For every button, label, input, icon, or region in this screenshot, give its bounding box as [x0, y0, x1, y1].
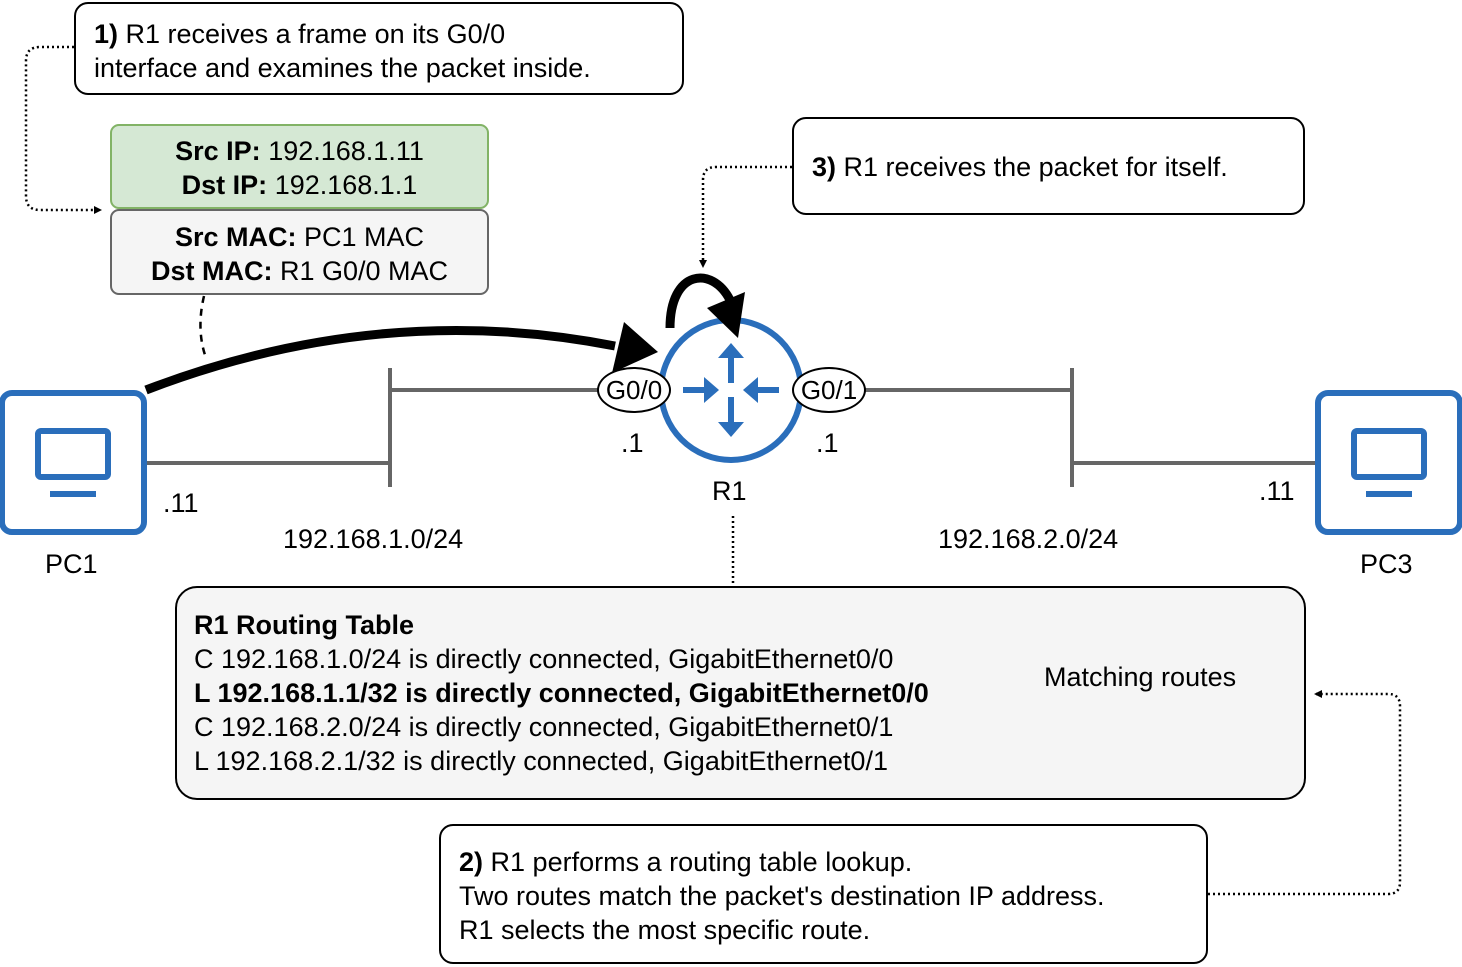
link-lines	[146, 368, 1316, 487]
interface-g00: G0/0	[597, 367, 671, 413]
src-mac-value: PC1 MAC	[304, 222, 425, 252]
route-row: C 192.168.1.0/24 is directly connected, …	[194, 644, 894, 674]
pc3-label: PC3	[1360, 549, 1413, 579]
step3-number: 3)	[812, 152, 837, 182]
step1-line2: interface and examines the packet inside…	[94, 53, 591, 83]
step3-connector	[699, 165, 792, 268]
src-mac-label: Src MAC:	[174, 222, 297, 252]
packet-flow-arrow	[144, 322, 658, 395]
right-network-label: 192.168.2.0/24	[938, 524, 1119, 554]
src-ip-value: 192.168.1.11	[268, 136, 424, 166]
router-label: R1	[712, 476, 747, 506]
dst-mac-value: R1 G0/0 MAC	[279, 256, 449, 286]
dst-ip-label: Dst IP:	[181, 170, 268, 200]
dst-ip-value: 192.168.1.1	[274, 170, 418, 200]
step2-callout: 2) R1 performs a routing table lookup. T…	[439, 824, 1208, 964]
mac-header: Src MAC: PC1 MAC Dst MAC: R1 G0/0 MAC	[110, 209, 489, 295]
step1-line1: R1 receives a frame on its G0/0	[125, 19, 506, 49]
r1-g01-address: .1	[816, 428, 839, 458]
pc1-label: PC1	[45, 549, 98, 579]
routing-table: R1 Routing Table C 192.168.1.0/24 is dir…	[175, 586, 1306, 800]
step1-callout: 1) R1 receives a frame on its G0/0 inter…	[74, 2, 684, 95]
dst-mac-label: Dst MAC:	[150, 256, 273, 286]
step2-number: 2)	[459, 847, 484, 877]
route-row: C 192.168.2.0/24 is directly connected, …	[194, 712, 894, 742]
header-link-dashed	[199, 295, 208, 359]
r1-g00-address: .1	[621, 428, 644, 458]
router-icon	[658, 317, 804, 463]
route-row-selected: L 192.168.1.1/32 is directly connected, …	[194, 678, 929, 708]
step1-number: 1)	[94, 19, 119, 49]
step3-callout: 3) R1 receives the packet for itself.	[792, 117, 1305, 215]
interface-g01: G0/1	[792, 367, 866, 413]
step2-line1: R1 performs a routing table lookup.	[490, 847, 913, 877]
ip-header: Src IP: 192.168.1.11 Dst IP: 192.168.1.1	[110, 124, 489, 209]
step2-line2: Two routes match the packet's destinatio…	[459, 881, 1105, 911]
pc1-icon	[0, 390, 147, 535]
left-network-label: 192.168.1.0/24	[283, 524, 464, 554]
routing-table-title: R1 Routing Table	[194, 610, 414, 640]
src-ip-label: Src IP:	[175, 136, 261, 166]
matching-routes-label: Matching routes	[1044, 662, 1237, 692]
self-receive-arrow	[665, 273, 745, 338]
step2-line3: R1 selects the most specific route.	[459, 915, 871, 945]
pc3-icon	[1315, 390, 1462, 535]
pc3-host-address: .11	[1259, 476, 1295, 506]
step3-text: R1 receives the packet for itself.	[843, 152, 1228, 182]
route-row: L 192.168.2.1/32 is directly connected, …	[194, 746, 888, 776]
pc1-host-address: .11	[163, 488, 199, 518]
